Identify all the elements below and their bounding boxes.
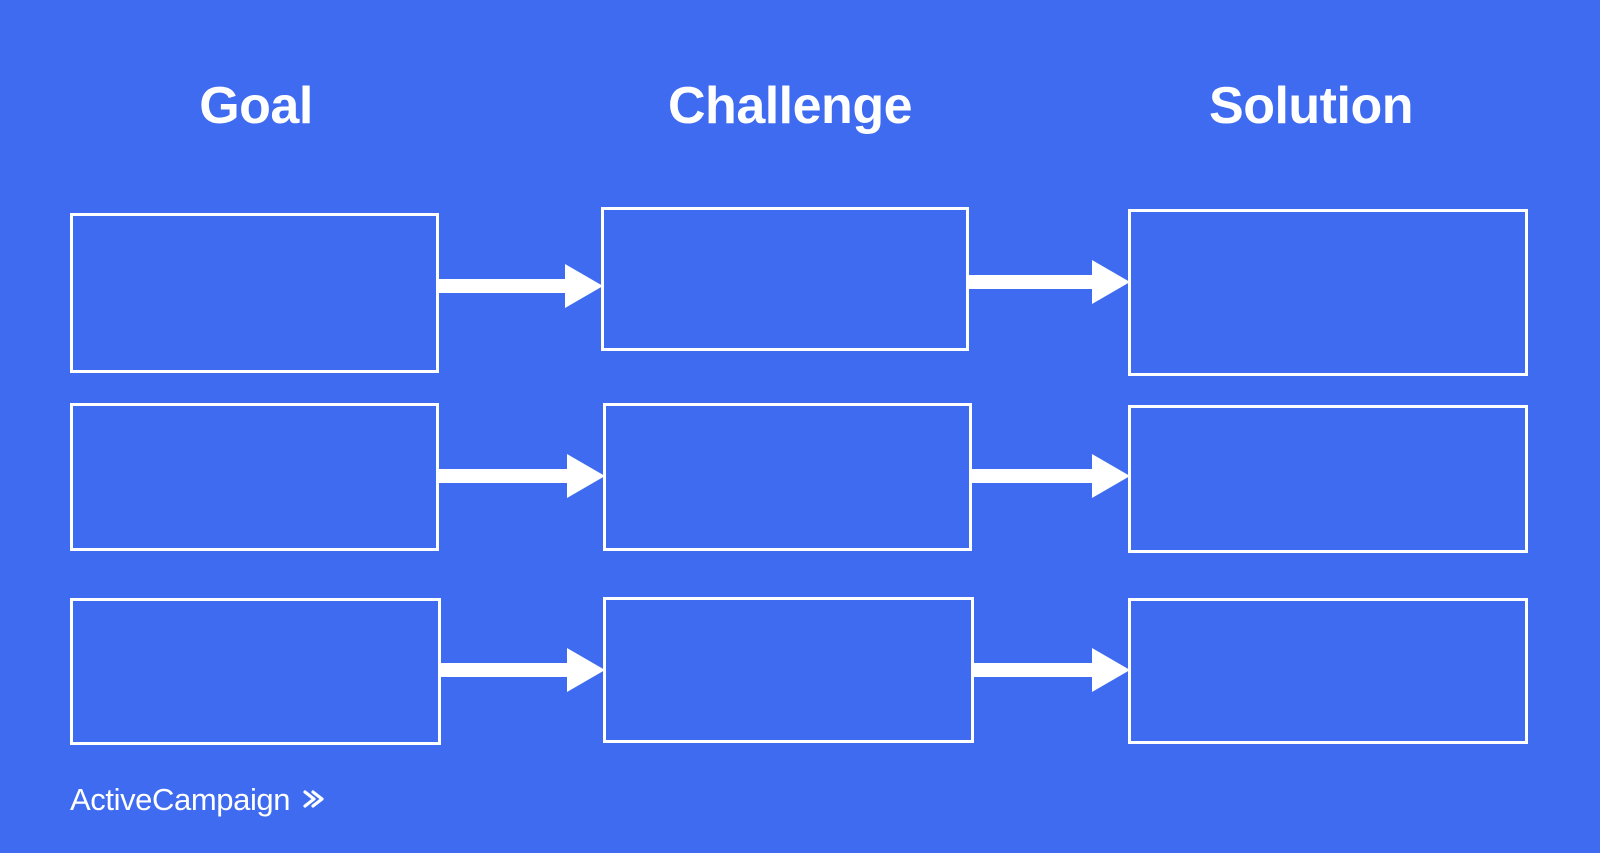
- double-chevron-right-icon: [303, 790, 324, 808]
- goal-box-row-1[interactable]: [70, 213, 439, 373]
- arrow-challenge-to-solution-row-2: [970, 454, 1130, 498]
- brand-wordmark: ActiveCampaign: [70, 782, 291, 817]
- solution-box-row-1[interactable]: [1128, 209, 1528, 376]
- challenge-box-row-2[interactable]: [603, 403, 972, 551]
- arrow-goal-to-challenge-row-1: [437, 264, 603, 308]
- arrow-goal-to-challenge-row-2: [439, 454, 605, 498]
- challenge-box-row-3[interactable]: [603, 597, 974, 743]
- column-header-goal: Goal: [199, 77, 313, 135]
- solution-box-row-2[interactable]: [1128, 405, 1528, 553]
- arrow-challenge-to-solution-row-1: [967, 260, 1130, 304]
- arrow-challenge-to-solution-row-3: [972, 648, 1130, 692]
- challenge-box-row-1[interactable]: [601, 207, 969, 351]
- column-header-challenge: Challenge: [668, 77, 913, 135]
- goal-box-row-2[interactable]: [70, 403, 439, 551]
- column-header-solution: Solution: [1209, 77, 1413, 135]
- activecampaign-logo: ActiveCampaign: [70, 782, 326, 818]
- arrow-goal-to-challenge-row-3: [441, 648, 605, 692]
- goal-box-row-3[interactable]: [70, 598, 441, 745]
- solution-box-row-3[interactable]: [1128, 598, 1528, 744]
